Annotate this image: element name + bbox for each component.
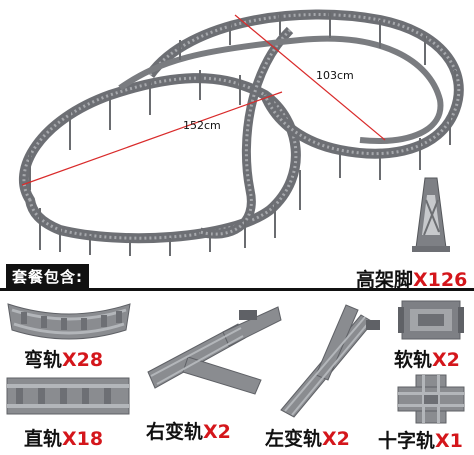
- track-loop-right: [145, 9, 464, 159]
- package-contents-label: 套餐包含:: [6, 264, 89, 290]
- left-switch-caption: 左变轨X2: [265, 424, 350, 451]
- straight-track-caption: 直轨X18: [24, 424, 103, 451]
- flexible-track-image: [398, 300, 464, 340]
- left-switch-image: [280, 304, 380, 418]
- measure-label-long: 152cm: [183, 119, 221, 132]
- flexible-track-caption: 软轨X2: [394, 345, 460, 372]
- section-divider: [0, 288, 474, 291]
- track-layout-photo: [19, 9, 464, 256]
- trestle-piece-image: [412, 177, 450, 252]
- measure-label-short: 103cm: [316, 69, 354, 82]
- left-switch-qty: X2: [322, 428, 350, 450]
- curved-track-image: [7, 303, 131, 340]
- cross-track-name: 十字轨: [378, 430, 436, 452]
- left-switch-name: 左变轨: [265, 428, 323, 450]
- trestle-caption: 高架脚X126: [356, 265, 467, 292]
- cross-track-qty: X1: [435, 430, 463, 452]
- straight-track-image: [6, 377, 130, 415]
- cross-track-image: [397, 374, 465, 424]
- trestle-name: 高架脚: [356, 269, 414, 291]
- straight-track-qty: X18: [62, 428, 104, 450]
- measure-line-long: [21, 91, 283, 186]
- right-switch-qty: X2: [203, 421, 231, 443]
- straight-track-name: 直轨: [24, 428, 63, 450]
- right-switch-name: 右变轨: [146, 421, 204, 443]
- flexible-track-qty: X2: [432, 349, 460, 371]
- flexible-track-name: 软轨: [394, 349, 433, 371]
- curved-track-qty: X28: [62, 349, 104, 371]
- measure-line-short: [234, 14, 386, 141]
- trestle-supports: [29, 12, 456, 256]
- curved-track-name: 弯轨: [24, 349, 63, 371]
- trestle-qty: X126: [413, 269, 468, 291]
- curved-track-caption: 弯轨X28: [24, 345, 103, 372]
- cross-track-caption: 十字轨X1: [378, 426, 463, 453]
- right-switch-image: [147, 306, 282, 395]
- right-switch-caption: 右变轨X2: [146, 417, 231, 444]
